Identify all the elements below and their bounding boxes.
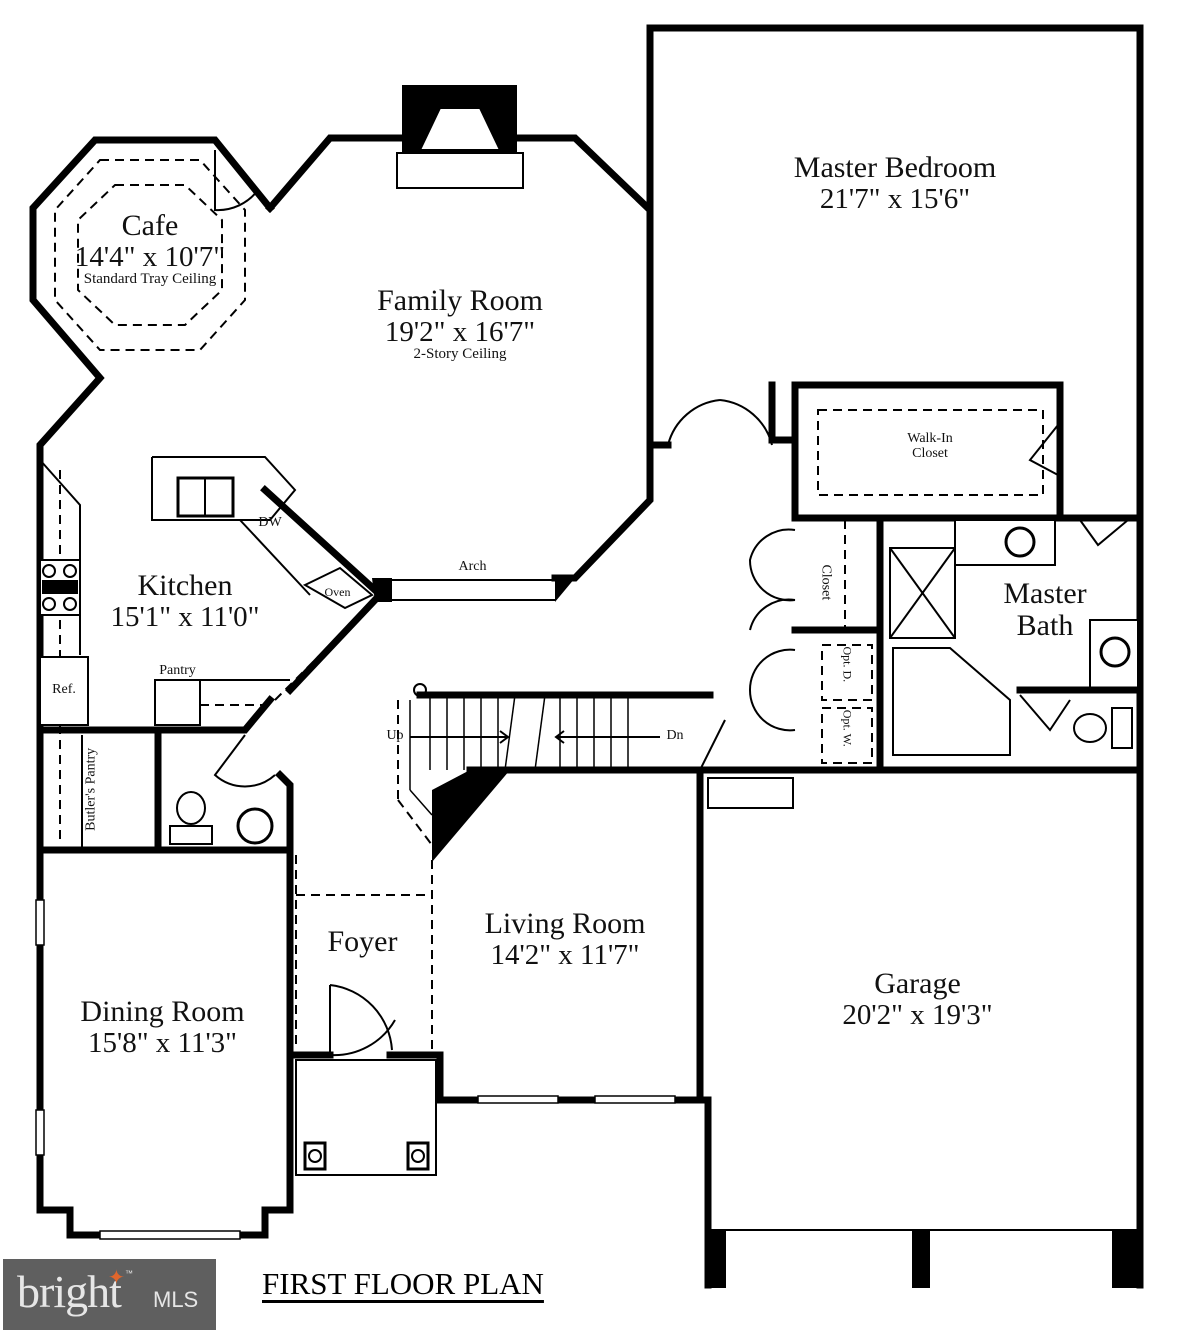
refrigerator-label: Ref. (52, 682, 76, 697)
kitchen-name: Kitchen (137, 569, 233, 602)
optional-washer-label: Opt. W. (840, 709, 855, 747)
family-room-name: Family Room (377, 284, 543, 317)
optional-dryer-label: Opt. D. (840, 646, 855, 683)
butlers-pantry-label: Butler's Pantry (83, 747, 99, 831)
garage-name: Garage (874, 967, 961, 1000)
stairs-up-label: Up (386, 728, 404, 743)
logo-star-icon: ✦ (108, 1267, 125, 1289)
cafe-label: Cafe 14'4" x 10'7" Standard Tray Ceiling (70, 210, 230, 288)
stairs-down-label: Dn (666, 728, 684, 743)
garage-dims: 20'2" x 19'3" (842, 998, 993, 1031)
oven-label: Oven (324, 585, 351, 599)
master-bedroom-dims: 21'7" x 15'6" (819, 182, 971, 215)
powder-room-walls (36, 728, 294, 854)
closet-label: Closet (818, 564, 834, 601)
foyer-label: Foyer (327, 925, 398, 958)
family-room-label: Family Room 19'2" x 16'7" 2-Story Ceilin… (340, 285, 580, 363)
master-bath-label: Master Bath (985, 578, 1105, 641)
cafe-dims: 14'4" x 10'7" (74, 240, 226, 273)
master-bath-walls (696, 436, 1144, 774)
staircase (397, 683, 726, 862)
foyer-living-walls (292, 766, 704, 1176)
walk-in-closet-label: Walk-In Closet (880, 431, 980, 461)
dining-room-dims: 15'8" x 11'3" (87, 1026, 238, 1059)
family-room-dims: 19'2" x 16'7" (384, 315, 536, 348)
master-bath-line1: Master (1003, 577, 1087, 610)
logo-suffix-text: MLS (153, 1287, 199, 1312)
living-room-label: Living Room 14'2" x 11'7" (455, 908, 675, 970)
dishwasher-label: DW (258, 515, 282, 530)
logo-brand-text: bright (17, 1266, 122, 1317)
dining-room-walls (35, 846, 294, 1240)
master-bedroom-label: Master Bedroom 21'7" x 15'6" (770, 152, 1020, 214)
kitchen-dims: 15'1" x 11'0" (110, 600, 260, 633)
cafe-note: Standard Tray Ceiling (83, 270, 217, 287)
bright-mls-logo: bright ✦ ™ MLS (3, 1259, 216, 1330)
kitchen-walls (36, 456, 380, 854)
garage-walls (696, 766, 1144, 1289)
plan-title: FIRST FLOOR PLAN (262, 1266, 544, 1301)
kitchen-label: Kitchen 15'1" x 11'0" (90, 570, 280, 632)
master-bath-line2: Bath (1016, 608, 1074, 642)
family-room-note: 2-Story Ceiling (413, 345, 507, 362)
garage-label: Garage 20'2" x 19'3" (815, 968, 1020, 1030)
cafe-name: Cafe (121, 209, 179, 242)
living-room-name: Living Room (484, 907, 646, 940)
dining-room-name: Dining Room (80, 995, 245, 1028)
pantry-label: Pantry (159, 663, 196, 678)
cafe-walls (29, 136, 275, 464)
family-room-walls (265, 85, 654, 602)
walk-in-closet-line1: Walk-In (907, 431, 953, 446)
dining-room-label: Dining Room 15'8" x 11'3" (55, 996, 270, 1058)
living-room-dims: 14'2" x 11'7" (490, 938, 640, 971)
master-bedroom-walls (646, 24, 1144, 769)
arch-label: Arch (458, 559, 487, 574)
walk-in-closet-line2: Closet (912, 445, 948, 461)
master-bedroom-name: Master Bedroom (793, 151, 997, 184)
logo-trademark: ™ (125, 1269, 133, 1278)
